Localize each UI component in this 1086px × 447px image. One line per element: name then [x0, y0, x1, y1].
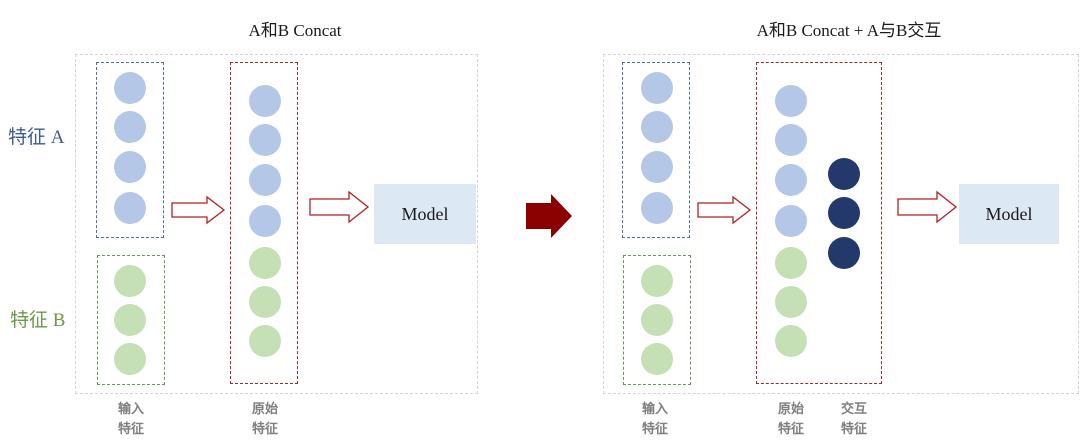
- left-panel-title: A和B Concat: [248, 21, 342, 40]
- left-panel-frame-body: [75, 54, 478, 394]
- label-line: 特征: [777, 422, 804, 437]
- feature-b-node: [775, 325, 807, 357]
- left-input-a-box: [96, 62, 164, 238]
- right-original-column-label: 原始 特征: [771, 400, 811, 440]
- label-line: 交互: [840, 402, 867, 417]
- feature-a-node: [641, 111, 673, 143]
- label-line: 特征: [840, 422, 867, 437]
- transition-arrow-icon: [526, 194, 572, 238]
- feature-a-label: 特征 A: [8, 127, 65, 148]
- feature-a-node: [114, 111, 146, 143]
- feature-b-node: [249, 247, 281, 279]
- label-line: 特征: [117, 422, 144, 437]
- interaction-node: [828, 237, 860, 269]
- feature-b-node: [114, 304, 146, 336]
- label-line: 特征: [251, 422, 278, 437]
- label-line: 特征: [641, 422, 668, 437]
- right-input-b-box: [623, 255, 691, 385]
- left-input-column-label: 输入 特征: [111, 400, 151, 440]
- interaction-node: [828, 197, 860, 229]
- label-line: 原始: [251, 402, 278, 417]
- right-input-a-box: [622, 62, 690, 238]
- left-model-box: Model: [374, 184, 476, 244]
- feature-a-node: [775, 164, 807, 196]
- left-input-b-box: [97, 255, 165, 385]
- left-flow-arrow-2: [309, 190, 370, 224]
- right-panel-title: A和B Concat + A与B交互: [756, 21, 942, 40]
- feature-a-node: [641, 72, 673, 104]
- label-line: 原始: [777, 402, 804, 417]
- right-flow-arrow-2: [897, 190, 958, 224]
- feature-a-node: [775, 205, 807, 237]
- feature-b-node: [775, 247, 807, 279]
- feature-a-node: [249, 85, 281, 117]
- feature-b-node: [641, 343, 673, 375]
- feature-a-node: [641, 151, 673, 183]
- label-line: 输入: [641, 402, 668, 417]
- feature-a-node: [114, 151, 146, 183]
- feature-b-node: [641, 304, 673, 336]
- feature-a-node: [249, 164, 281, 196]
- right-model-box: Model: [959, 184, 1059, 244]
- feature-b-node: [249, 325, 281, 357]
- left-flow-arrow-1: [171, 195, 226, 225]
- feature-b-label: 特征 B: [10, 310, 66, 331]
- right-input-column-label: 输入 特征: [635, 400, 675, 440]
- feature-a-node: [249, 124, 281, 156]
- feature-b-node: [249, 286, 281, 318]
- right-flow-arrow-1: [697, 195, 752, 225]
- label-line: 输入: [117, 402, 144, 417]
- feature-b-node: [114, 343, 146, 375]
- left-original-column-label: 原始 特征: [245, 400, 285, 440]
- feature-a-node: [114, 72, 146, 104]
- feature-a-node: [249, 205, 281, 237]
- right-interaction-column-label: 交互 特征: [834, 400, 874, 440]
- feature-b-node: [114, 265, 146, 297]
- feature-a-node: [775, 85, 807, 117]
- feature-a-node: [641, 192, 673, 224]
- feature-a-node: [775, 124, 807, 156]
- left-concat-box: [230, 62, 298, 384]
- feature-b-node: [641, 265, 673, 297]
- interaction-node: [828, 158, 860, 190]
- right-panel-frame: [603, 54, 1079, 394]
- feature-b-node: [775, 286, 807, 318]
- feature-a-node: [114, 192, 146, 224]
- right-concat-box: [756, 62, 882, 384]
